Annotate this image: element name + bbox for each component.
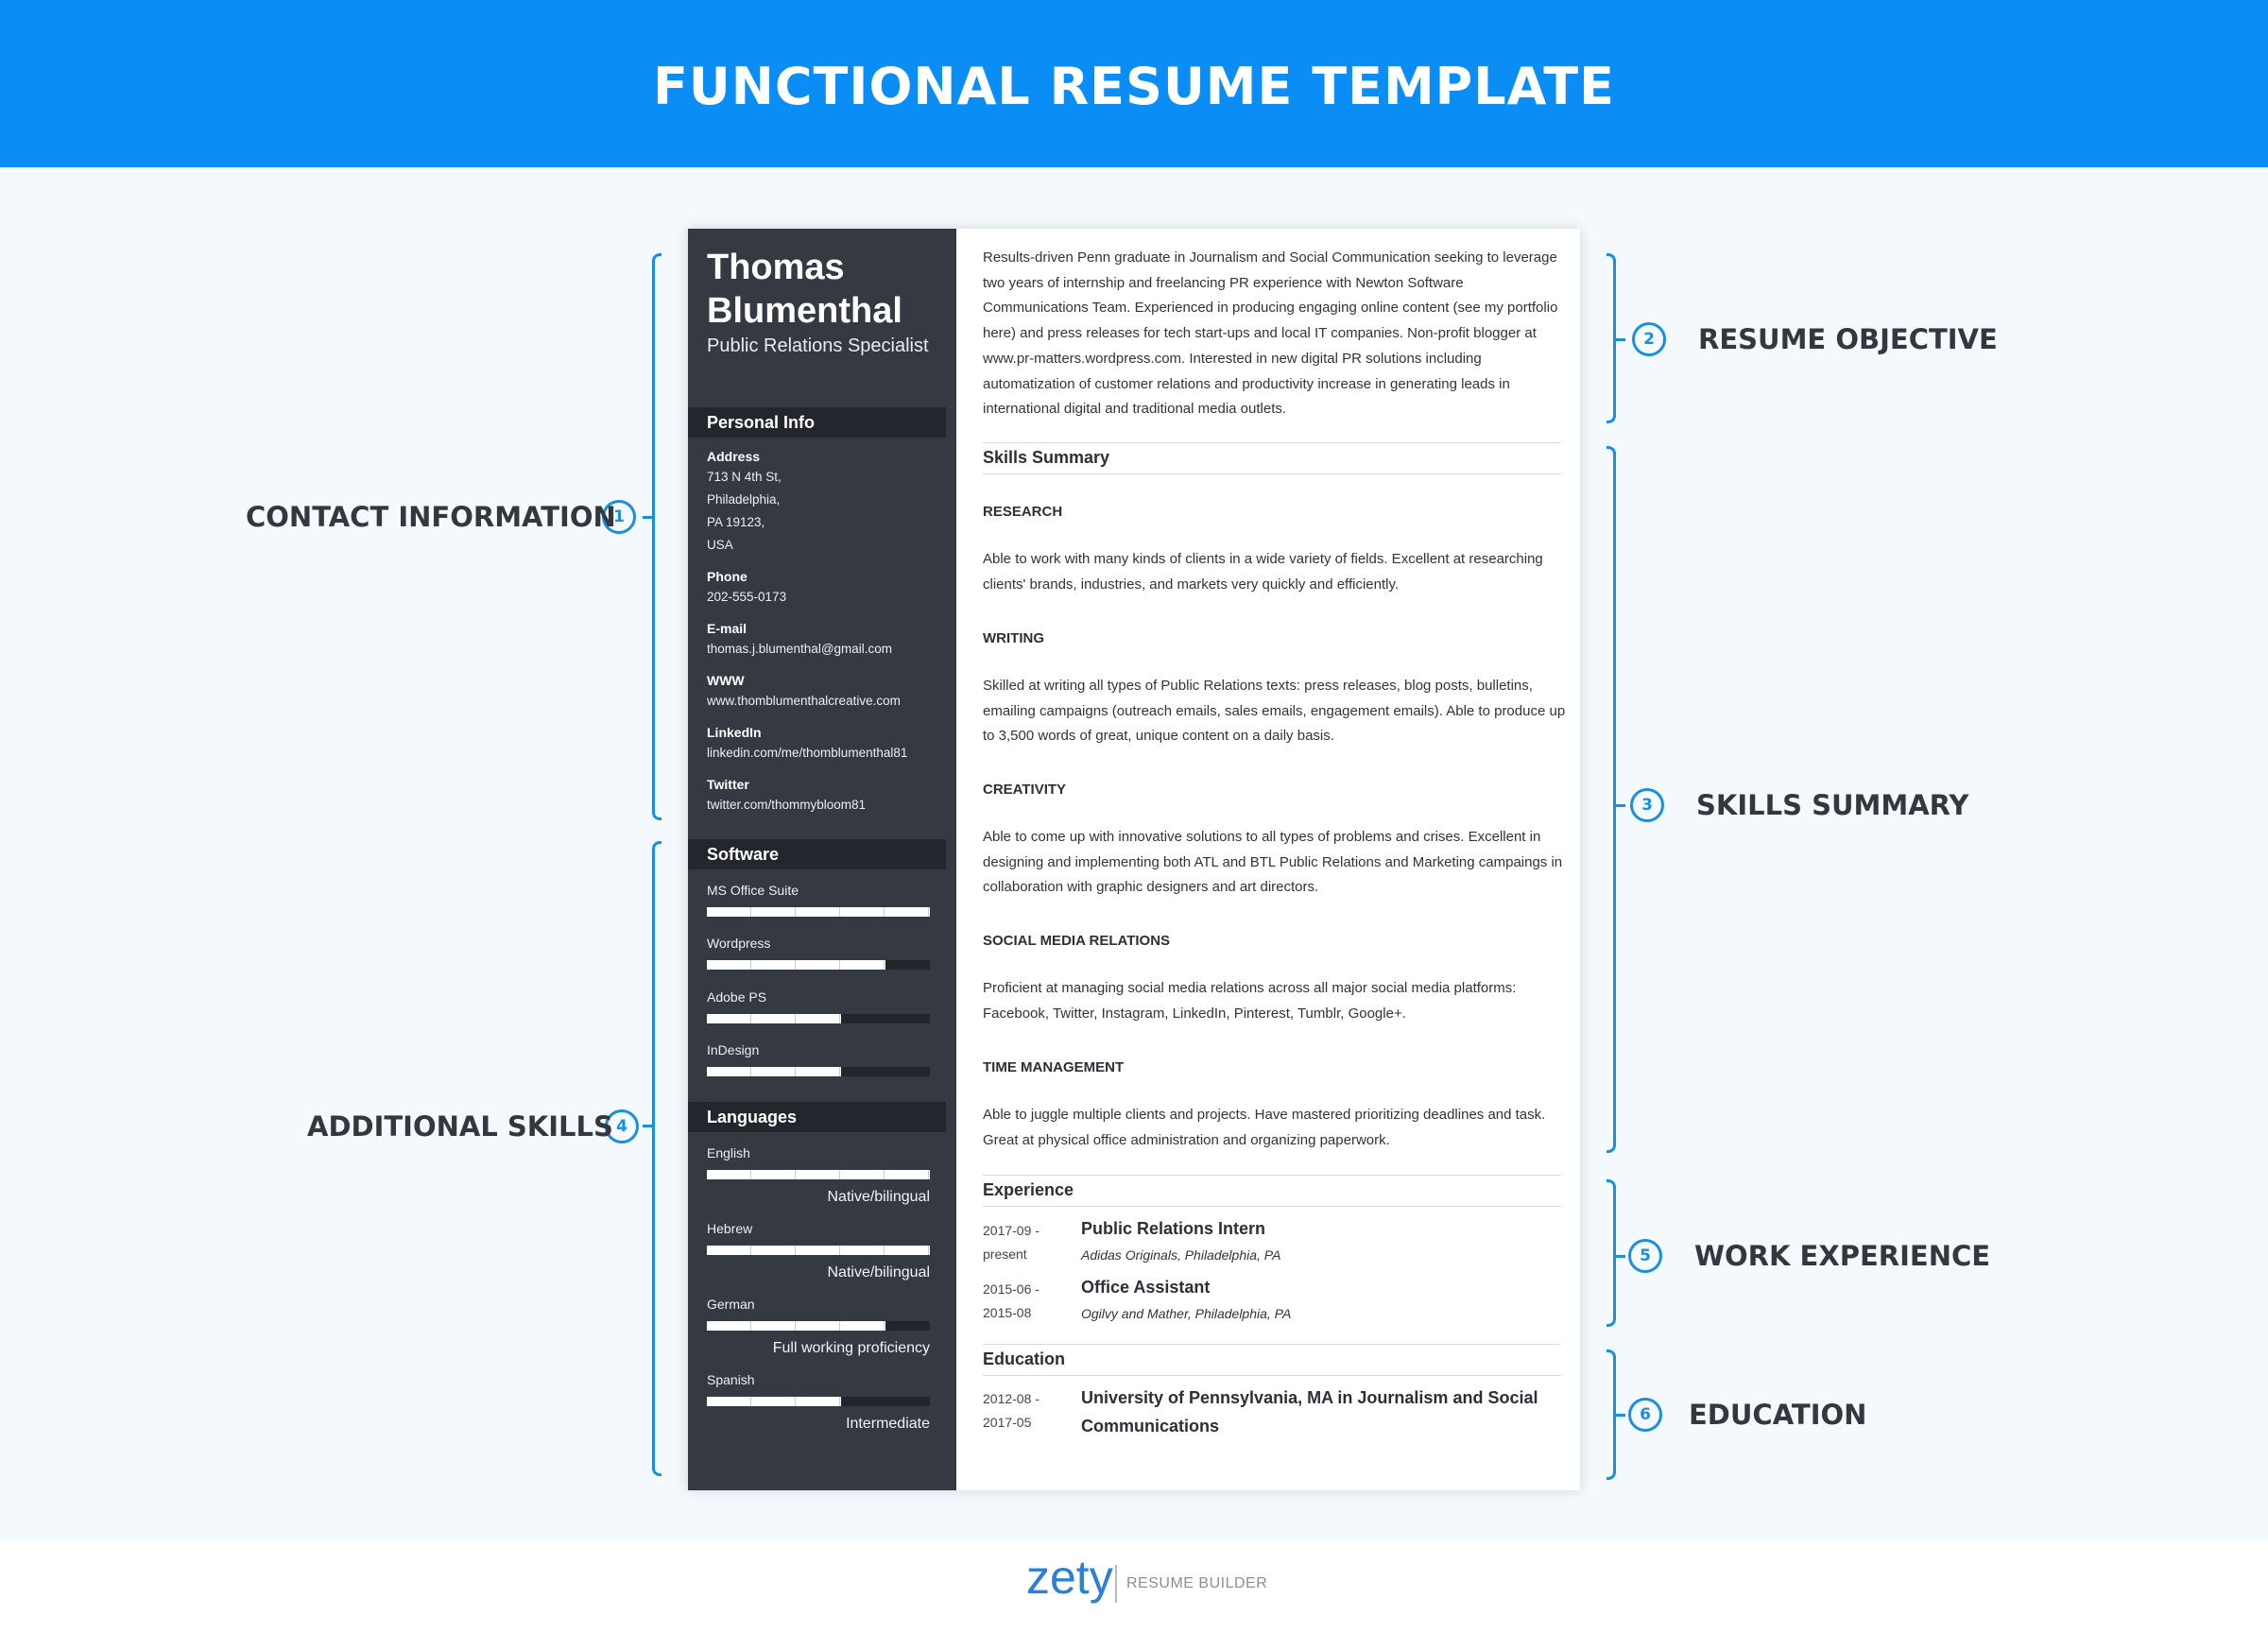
experience-organization: Ogilvy and Mather, Philadelphia, PA bbox=[1081, 1306, 1292, 1321]
skill-description: Proficient at managing social media rela… bbox=[983, 980, 1517, 1022]
annotation-skills-summary: SKILLS SUMMARY bbox=[1696, 789, 1969, 821]
candidate-job-title: Public Relations Specialist bbox=[707, 335, 929, 356]
work-experience-brace bbox=[1606, 1179, 1616, 1327]
software-heading: Software bbox=[688, 839, 946, 869]
language-bar-fill bbox=[707, 1321, 885, 1331]
resume-page: Thomas Blumenthal Public Relations Speci… bbox=[688, 229, 1580, 1490]
education-date: 2012-08 - 2017-05 bbox=[983, 1391, 1040, 1430]
experience-title: Office Assistant bbox=[1081, 1278, 1211, 1297]
skill-title: TIME MANAGEMENT bbox=[983, 1059, 1125, 1075]
skill-title: RESEARCH bbox=[983, 504, 1063, 520]
skill-title: SOCIAL MEDIA RELATIONS bbox=[983, 933, 1171, 949]
language-bar bbox=[707, 1321, 930, 1331]
language-bar bbox=[707, 1170, 930, 1179]
resume-sidebar: Thomas Blumenthal Public Relations Speci… bbox=[688, 229, 956, 1490]
skill-bar bbox=[707, 960, 930, 970]
linkedin-value[interactable]: linkedin.com/me/thomblumenthal81 bbox=[707, 746, 908, 760]
language-level: Native/bilingual bbox=[827, 1189, 930, 1205]
software-name: InDesign bbox=[707, 1042, 760, 1057]
contact-information-brace bbox=[652, 253, 662, 820]
skill-bar-fill bbox=[707, 907, 930, 917]
skill-bar-fill bbox=[707, 1014, 841, 1023]
email-label: E-mail bbox=[707, 621, 747, 636]
experience-date: 2017-09 - present bbox=[983, 1223, 1040, 1262]
linkedin-label: LinkedIn bbox=[707, 725, 762, 740]
annotation-number-2: 2 bbox=[1632, 322, 1666, 356]
skills-summary-heading: Skills Summary bbox=[983, 442, 1561, 474]
skill-description: Able to come up with innovative solution… bbox=[983, 829, 1563, 896]
software-name: Wordpress bbox=[707, 936, 771, 951]
brace-tip bbox=[1616, 1414, 1625, 1417]
experience-date: 2015-06 - 2015-08 bbox=[983, 1281, 1040, 1320]
education-heading: Education bbox=[983, 1344, 1561, 1376]
brace-tip bbox=[643, 1125, 652, 1127]
annotation-additional-skills: ADDITIONAL SKILLS bbox=[307, 1110, 613, 1143]
language-name: Spanish bbox=[707, 1372, 755, 1387]
candidate-name: Thomas Blumenthal bbox=[707, 248, 902, 331]
footer-tagline: RESUME BUILDER bbox=[1126, 1575, 1268, 1591]
brace-tip bbox=[1616, 338, 1625, 341]
annotation-resume-objective: RESUME OBJECTIVE bbox=[1698, 323, 1998, 355]
skill-bar bbox=[707, 907, 930, 917]
skill-description: Skilled at writing all types of Public R… bbox=[983, 678, 1566, 745]
resume-objective: Results-driven Penn graduate in Journali… bbox=[983, 249, 1558, 418]
skill-bar-fill bbox=[707, 960, 885, 970]
software-name: MS Office Suite bbox=[707, 883, 799, 898]
skill-description: Able to work with many kinds of clients … bbox=[983, 551, 1543, 593]
language-name: Hebrew bbox=[707, 1221, 753, 1236]
www-value[interactable]: www.thomblumenthalcreative.com bbox=[707, 694, 901, 708]
software-name: Adobe PS bbox=[707, 989, 767, 1005]
language-bar-fill bbox=[707, 1170, 930, 1179]
address-value: 713 N 4th St, Philadelphia, PA 19123, US… bbox=[707, 470, 782, 552]
languages-heading: Languages bbox=[688, 1102, 946, 1132]
phone-value: 202-555-0173 bbox=[707, 590, 787, 604]
annotation-number-3: 3 bbox=[1630, 788, 1664, 822]
skill-bar-fill bbox=[707, 1067, 841, 1076]
annotation-work-experience: WORK EXPERIENCE bbox=[1694, 1240, 1991, 1272]
language-name: German bbox=[707, 1297, 755, 1312]
education-brace bbox=[1606, 1349, 1616, 1480]
skill-bar bbox=[707, 1014, 930, 1023]
additional-skills-brace bbox=[652, 841, 662, 1476]
personal-info-heading: Personal Info bbox=[688, 407, 946, 438]
twitter-value[interactable]: twitter.com/thommybloom81 bbox=[707, 798, 867, 812]
language-bar-fill bbox=[707, 1397, 841, 1406]
language-bar bbox=[707, 1397, 930, 1406]
twitter-label: Twitter bbox=[707, 777, 749, 792]
phone-label: Phone bbox=[707, 569, 747, 584]
experience-organization: Adidas Originals, Philadelphia, PA bbox=[1081, 1247, 1281, 1263]
footer-divider bbox=[1115, 1565, 1117, 1603]
language-level: Intermediate bbox=[846, 1416, 930, 1432]
brace-tip bbox=[1616, 1255, 1625, 1258]
zety-logo[interactable]: zety bbox=[1026, 1551, 1113, 1604]
page-title: FUNCTIONAL RESUME TEMPLATE bbox=[653, 57, 1615, 116]
annotation-contact-information: CONTACT INFORMATION bbox=[246, 501, 616, 533]
brace-tip bbox=[643, 516, 652, 519]
annotation-number-5: 5 bbox=[1628, 1239, 1662, 1273]
brace-tip bbox=[1616, 804, 1625, 807]
skills-summary-brace bbox=[1606, 446, 1616, 1153]
language-bar-fill bbox=[707, 1246, 930, 1255]
skill-description: Able to juggle multiple clients and proj… bbox=[983, 1107, 1546, 1148]
language-bar bbox=[707, 1246, 930, 1255]
address-label: Address bbox=[707, 449, 761, 464]
www-label: WWW bbox=[707, 673, 745, 688]
education-title: University of Pennsylvania, MA in Journa… bbox=[1081, 1388, 1538, 1435]
annotation-number-6: 6 bbox=[1628, 1398, 1662, 1432]
resume-main: Results-driven Penn graduate in Journali… bbox=[983, 229, 1569, 1490]
annotation-education: EDUCATION bbox=[1689, 1399, 1867, 1431]
experience-heading: Experience bbox=[983, 1175, 1561, 1207]
language-level: Full working proficiency bbox=[772, 1340, 930, 1356]
language-name: English bbox=[707, 1145, 750, 1160]
experience-title: Public Relations Intern bbox=[1081, 1219, 1266, 1238]
skill-title: CREATIVITY bbox=[983, 782, 1067, 798]
annotation-number-4: 4 bbox=[605, 1109, 639, 1143]
annotation-number-1: 1 bbox=[602, 500, 636, 534]
skill-bar bbox=[707, 1067, 930, 1076]
header-banner: FUNCTIONAL RESUME TEMPLATE bbox=[0, 0, 2268, 167]
language-level: Native/bilingual bbox=[827, 1264, 930, 1281]
skill-title: WRITING bbox=[983, 630, 1044, 646]
resume-objective-brace bbox=[1606, 253, 1616, 423]
email-value[interactable]: thomas.j.blumenthal@gmail.com bbox=[707, 642, 893, 656]
